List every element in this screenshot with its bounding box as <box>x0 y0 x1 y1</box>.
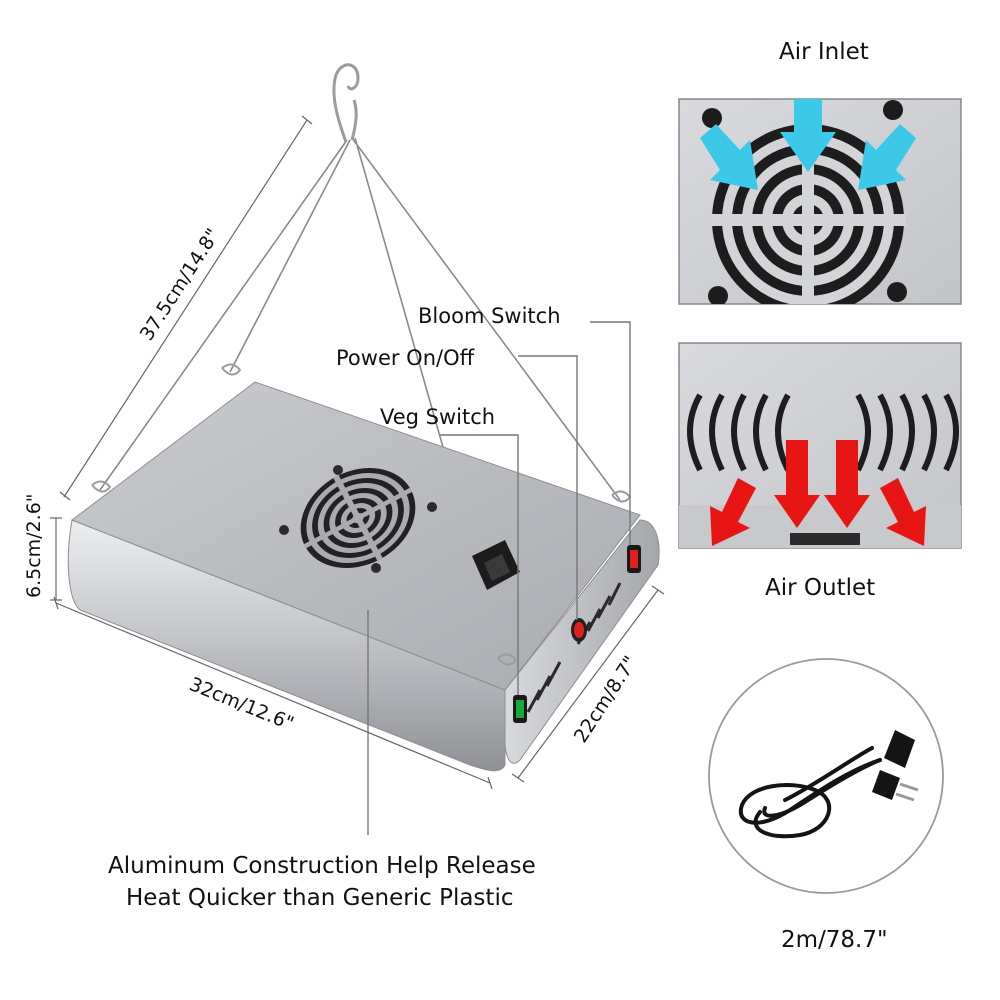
leader-lines <box>367 321 631 835</box>
plug-ends <box>872 730 919 802</box>
bloom-switch-label: Bloom Switch <box>418 304 561 328</box>
air-outlet-panel <box>678 342 962 549</box>
air-outlet-label: Air Outlet <box>765 575 875 601</box>
panel-screws <box>702 100 907 304</box>
top-screws <box>279 465 437 573</box>
outlet-arrows <box>710 440 926 546</box>
power-switch <box>571 618 587 642</box>
fan-grille-icon <box>710 122 906 304</box>
power-cord-panel <box>708 658 944 894</box>
power-socket-icon <box>472 540 520 590</box>
hanging-length-label: 37.5cm/14.8" <box>136 225 225 345</box>
inlet-arrows <box>700 99 916 190</box>
air-inlet-panel <box>678 98 962 305</box>
cord-length-label: 2m/78.7" <box>781 927 888 953</box>
veg-switch <box>513 695 527 723</box>
outlet-vents <box>687 393 959 472</box>
caption-line-2: Heat Quicker than Generic Plastic <box>126 885 513 911</box>
hook-icon <box>332 63 360 143</box>
height-label: 6.5cm/2.6" <box>23 493 45 598</box>
fan-grille-icon <box>300 467 416 569</box>
veg-switch-label: Veg Switch <box>380 405 495 429</box>
power-on-off-label: Power On/Off <box>336 346 475 370</box>
front-face <box>67 519 506 772</box>
air-inlet-label: Air Inlet <box>779 39 869 65</box>
bloom-switch <box>627 545 641 573</box>
wire-clips <box>91 363 632 666</box>
dimension-lines <box>50 115 665 790</box>
grow-light-unit <box>67 63 660 772</box>
power-cord-icon <box>738 746 882 839</box>
caption-line-1: Aluminum Construction Help Release <box>108 853 536 879</box>
